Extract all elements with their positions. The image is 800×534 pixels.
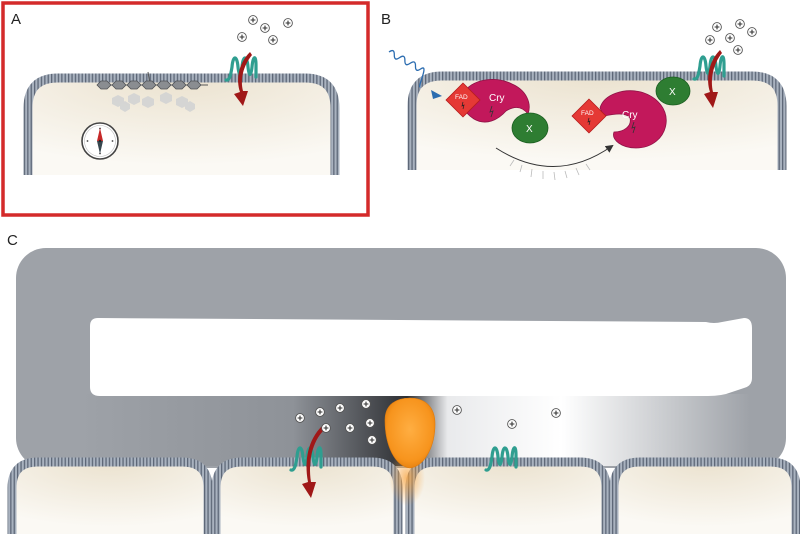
positive-ion bbox=[237, 32, 247, 42]
ion-current-arrow bbox=[302, 426, 324, 498]
magnetite-chain bbox=[96, 71, 208, 112]
panel-a: A bbox=[1, 1, 370, 217]
pore-plug bbox=[384, 397, 436, 506]
positive-ion bbox=[705, 35, 715, 45]
positive-ion bbox=[507, 419, 517, 429]
fad-label: FAD bbox=[581, 110, 594, 117]
panel-b-label: B bbox=[381, 11, 391, 28]
positive-ion bbox=[551, 408, 561, 418]
panel-a-label: A bbox=[11, 11, 21, 28]
cryptochrome-protein bbox=[461, 79, 530, 123]
epithelial-cell bbox=[7, 457, 213, 534]
ion-current-arrow bbox=[234, 52, 252, 106]
partner-x-protein bbox=[655, 76, 691, 106]
panel-a-highlight-frame bbox=[1, 1, 370, 217]
positive-ion bbox=[268, 35, 278, 45]
positive-ion bbox=[361, 399, 371, 409]
compass-icon bbox=[81, 122, 119, 160]
fad-cofactor bbox=[571, 98, 607, 134]
cell-membrane bbox=[23, 73, 340, 175]
positive-ion bbox=[315, 407, 325, 417]
cryptochrome-complex-2: Cry FAD bbox=[571, 90, 667, 149]
positive-ion bbox=[452, 405, 462, 415]
positive-ion bbox=[747, 27, 757, 37]
cryptochrome-protein bbox=[599, 90, 667, 149]
positive-ion bbox=[367, 435, 377, 445]
positive-ion bbox=[725, 33, 735, 43]
cell-a bbox=[23, 73, 340, 175]
ion-channel-open bbox=[289, 426, 324, 498]
positive-ion bbox=[260, 23, 270, 33]
epithelial-cells bbox=[7, 457, 800, 534]
cry-label: Cry bbox=[489, 93, 505, 104]
panel-c: C bbox=[7, 232, 800, 534]
positive-ion bbox=[283, 18, 293, 28]
positive-ion bbox=[295, 413, 305, 423]
light-wave-icon bbox=[388, 49, 442, 99]
epithelial-cell bbox=[609, 457, 800, 534]
panel-c-label: C bbox=[7, 232, 18, 249]
epithelial-cell bbox=[405, 457, 611, 534]
ion-cluster-b bbox=[705, 19, 757, 55]
fad-cofactor bbox=[445, 82, 481, 118]
cry-label: Cry bbox=[622, 110, 638, 121]
ion-current-arrow bbox=[704, 50, 722, 108]
panel-b: B Cry FAD X bbox=[381, 11, 787, 181]
positive-ion bbox=[335, 403, 345, 413]
positive-ion bbox=[712, 22, 722, 32]
positive-ion bbox=[733, 45, 743, 55]
fad-label: FAD bbox=[455, 94, 468, 101]
ion-cluster-a: + bbox=[237, 15, 293, 45]
state-transition-arrow bbox=[495, 144, 614, 181]
positive-ion bbox=[365, 418, 375, 428]
positive-ion bbox=[345, 423, 355, 433]
ion-channel-b: X bbox=[655, 50, 726, 108]
positive-ion bbox=[321, 423, 331, 433]
positive-ion: + bbox=[248, 15, 258, 25]
cuticular-channel bbox=[16, 248, 786, 468]
cell-membrane bbox=[407, 71, 787, 170]
cryptochrome-complex-1: Cry FAD X bbox=[445, 79, 549, 144]
x-label: X bbox=[526, 124, 533, 135]
cuticle-lumen bbox=[90, 318, 752, 396]
x-label: X bbox=[669, 87, 676, 98]
positive-ion bbox=[735, 19, 745, 29]
partner-x-protein bbox=[511, 112, 549, 144]
